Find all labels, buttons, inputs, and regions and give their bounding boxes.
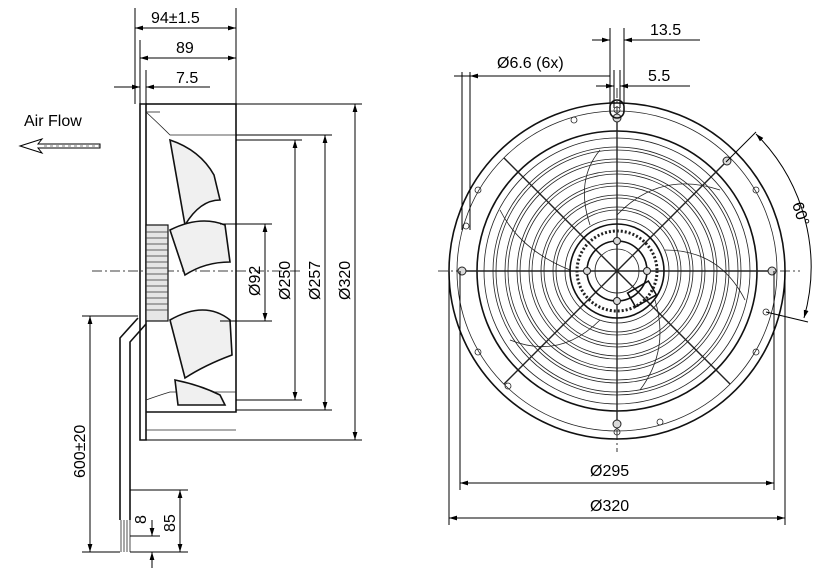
- dim-front-outer: Ø320: [448, 271, 786, 525]
- svg-text:Ø320: Ø320: [590, 498, 629, 515]
- front-hub-bolts: [583, 237, 651, 305]
- dim-hub: Ø92: [220, 223, 272, 322]
- svg-text:7.5: 7.5: [176, 70, 198, 87]
- air-flow-arrow: [18, 138, 101, 154]
- svg-text:Ø92: Ø92: [247, 266, 264, 296]
- dim-lead-length: 85: [130, 489, 188, 552]
- front-view: Ø6.6 (6x) 13.5 5.5 60°: [438, 22, 812, 525]
- svg-text:8: 8: [133, 515, 150, 524]
- svg-text:60°: 60°: [788, 200, 812, 228]
- svg-text:Ø295: Ø295: [590, 463, 629, 480]
- side-outlet-curve: [145, 391, 236, 401]
- dim-slot-inner: 5.5: [596, 68, 690, 108]
- dim-side-flange: 7.5: [114, 70, 210, 104]
- air-flow-label: Air Flow: [24, 113, 82, 130]
- svg-text:Ø6.6 (6x): Ø6.6 (6x): [497, 55, 564, 72]
- dim-side-depth-frame: 89: [139, 40, 236, 104]
- side-cable-2: [129, 323, 147, 520]
- front-terminal-box: [626, 279, 658, 309]
- dim-hole-spec: Ø6.6 (6x): [454, 55, 610, 230]
- front-top-slot: [609, 99, 625, 119]
- side-inlet-curve: [145, 111, 236, 136]
- svg-text:13.5: 13.5: [650, 22, 681, 39]
- side-motor-ribs: [146, 231, 168, 311]
- dim-frame-inner: Ø257: [236, 134, 332, 411]
- side-view: Air Flow 94±1.5 89 7.5 Ø92: [18, 8, 362, 568]
- svg-text:Ø320: Ø320: [337, 261, 354, 300]
- svg-text:Ø250: Ø250: [277, 261, 294, 300]
- svg-text:600±20: 600±20: [72, 425, 89, 478]
- side-flange-plate: [139, 103, 147, 441]
- dim-blade: Ø250: [236, 139, 302, 401]
- svg-text:94±1.5: 94±1.5: [151, 10, 200, 27]
- side-cable: [119, 317, 139, 520]
- dim-lead-strip: 8: [130, 515, 160, 568]
- side-cable-leads: [120, 520, 131, 552]
- front-hub-outer: [569, 223, 665, 319]
- dim-cable-length: 600±20: [72, 315, 138, 553]
- dim-slot-width: 13.5: [592, 22, 700, 108]
- svg-text:85: 85: [162, 514, 179, 532]
- dim-bolt-circle: Ø295: [459, 271, 775, 490]
- side-blades: [168, 138, 233, 406]
- svg-text:Ø257: Ø257: [307, 261, 324, 300]
- svg-text:89: 89: [176, 40, 194, 57]
- dim-frame-outer: Ø320: [146, 103, 362, 441]
- svg-text:5.5: 5.5: [648, 68, 670, 85]
- side-motor-body: [145, 224, 169, 322]
- dim-angle: 60°: [725, 131, 812, 323]
- front-hub-ribs: [575, 229, 659, 313]
- front-blades: [499, 149, 746, 391]
